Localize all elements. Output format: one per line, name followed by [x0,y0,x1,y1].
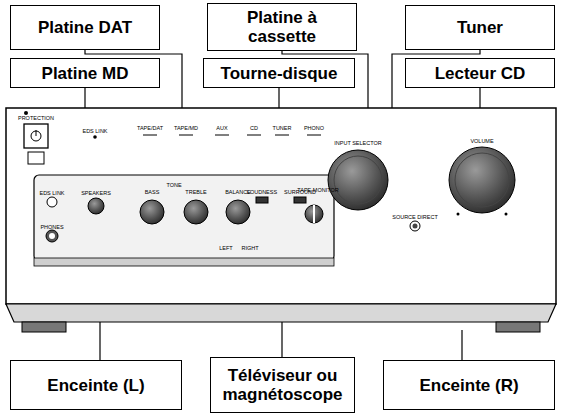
label-box: Tuner [405,5,555,50]
panel-label: PHONO [304,125,324,131]
label-box: Tourne-disque [203,58,355,88]
panel-label: AUX [216,125,227,131]
panel-label: TAPE/MD [174,125,198,131]
label-box: Téléviseur ou magnétoscope [210,357,355,413]
panel-label: VOLUME [470,138,493,144]
panel-label: RIGHT [241,245,258,251]
box-label: Platine MD [36,62,135,85]
panel-label: LOUDNESS [247,189,277,195]
panel-label: SPEAKERS [81,190,111,196]
panel-label: PHONES [40,224,63,230]
label-box: Enceinte (L) [10,360,182,410]
amplifier-body [6,108,556,332]
knobs [46,147,515,242]
box-label: Enceinte (L) [41,374,150,397]
label-box: Lecteur CD [405,58,555,88]
panel-label: SOURCE DIRECT [392,214,438,220]
panel-label: EDS LINK [39,190,64,196]
box-label: Platine DAT [32,16,138,39]
panel-label: TUNER [273,125,292,131]
panel-label: EDS LINK [82,128,107,134]
panel-label: INPUT SELECTOR [334,140,381,146]
panel-label: PROTECTION [18,115,54,121]
panel-label: CD [250,125,258,131]
input-leds [143,135,321,136]
label-box: Platine à cassette [207,3,357,51]
box-label: Tuner [451,16,509,39]
panel-label: TONE [166,182,181,188]
box-label: Enceinte (R) [413,374,524,397]
panel-label: BASS [145,189,160,195]
box-label: Lecteur CD [429,62,532,85]
panel-label: TREBLE [185,189,206,195]
panel-label: TAPE/DAT [137,125,163,131]
panel-label: LEFT [219,245,232,251]
box-label: Tourne-disque [215,62,344,85]
label-box: Platine MD [10,58,160,88]
label-box: Platine DAT [10,5,160,50]
box-label: Téléviseur ou magnétoscope [211,364,354,406]
box-label: Platine à cassette [208,6,356,48]
panel-label: TAPE MONITOR [297,187,338,193]
label-box: Enceinte (R) [383,360,555,410]
